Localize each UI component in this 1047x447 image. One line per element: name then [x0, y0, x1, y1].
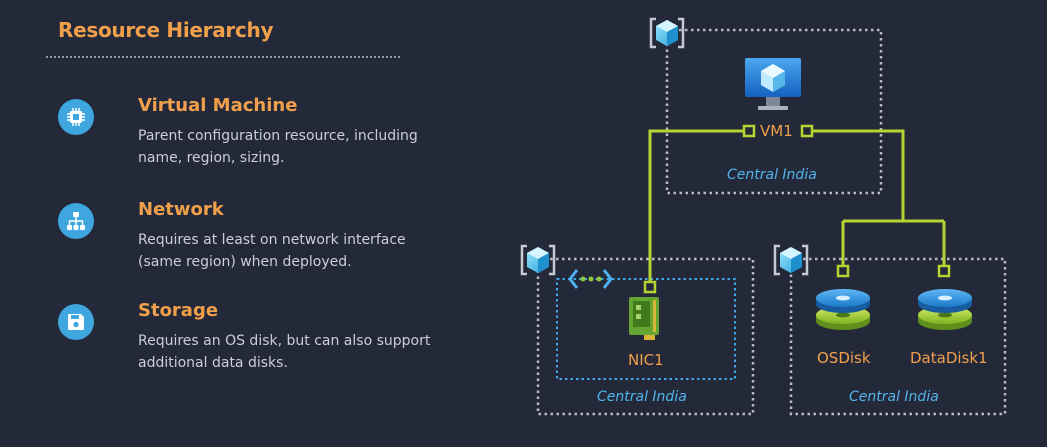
vnet-boundary: [556, 278, 736, 380]
nic-label: NIC1: [628, 351, 664, 369]
disk-region-label: Central India: [849, 389, 939, 405]
sidebar-title: Resource Hierarchy: [58, 18, 274, 42]
virtual-machine-monitor-icon: [745, 58, 801, 110]
resource-group-icon: [520, 244, 556, 276]
vm-region-label: Central India: [727, 167, 817, 183]
feature-title: Virtual Machine: [138, 95, 298, 116]
connector-lines: [648, 129, 946, 286]
network-interface-card-icon: [629, 297, 659, 340]
disk-container: [789, 257, 1007, 416]
managed-disk-icon: [816, 289, 870, 330]
connector-ports: [643, 124, 951, 294]
managed-disk-icon: [918, 289, 972, 330]
feature-description: Parent configuration resource, including…: [138, 128, 418, 166]
vm-label: VM1: [760, 122, 793, 140]
feature-description: Requires an OS disk, but can also suppor…: [138, 333, 431, 371]
feature-description: Requires at least on network interface (…: [138, 232, 406, 270]
os-disk-label: OSDisk: [817, 349, 871, 367]
title-divider: [46, 56, 400, 58]
resource-group-icon: [649, 17, 685, 49]
nic-container: [536, 257, 755, 416]
vm-container: [665, 28, 883, 195]
network-hierarchy-icon: [58, 203, 94, 239]
resource-group-icon: [773, 244, 809, 276]
nic-region-label: Central India: [597, 389, 687, 405]
cpu-chip-icon: [58, 99, 94, 135]
virtual-network-icon: [568, 269, 613, 289]
feature-title: Network: [138, 199, 224, 220]
floppy-disk-icon: [58, 304, 94, 340]
feature-title: Storage: [138, 300, 219, 321]
data-disk-label: DataDisk1: [910, 349, 988, 367]
